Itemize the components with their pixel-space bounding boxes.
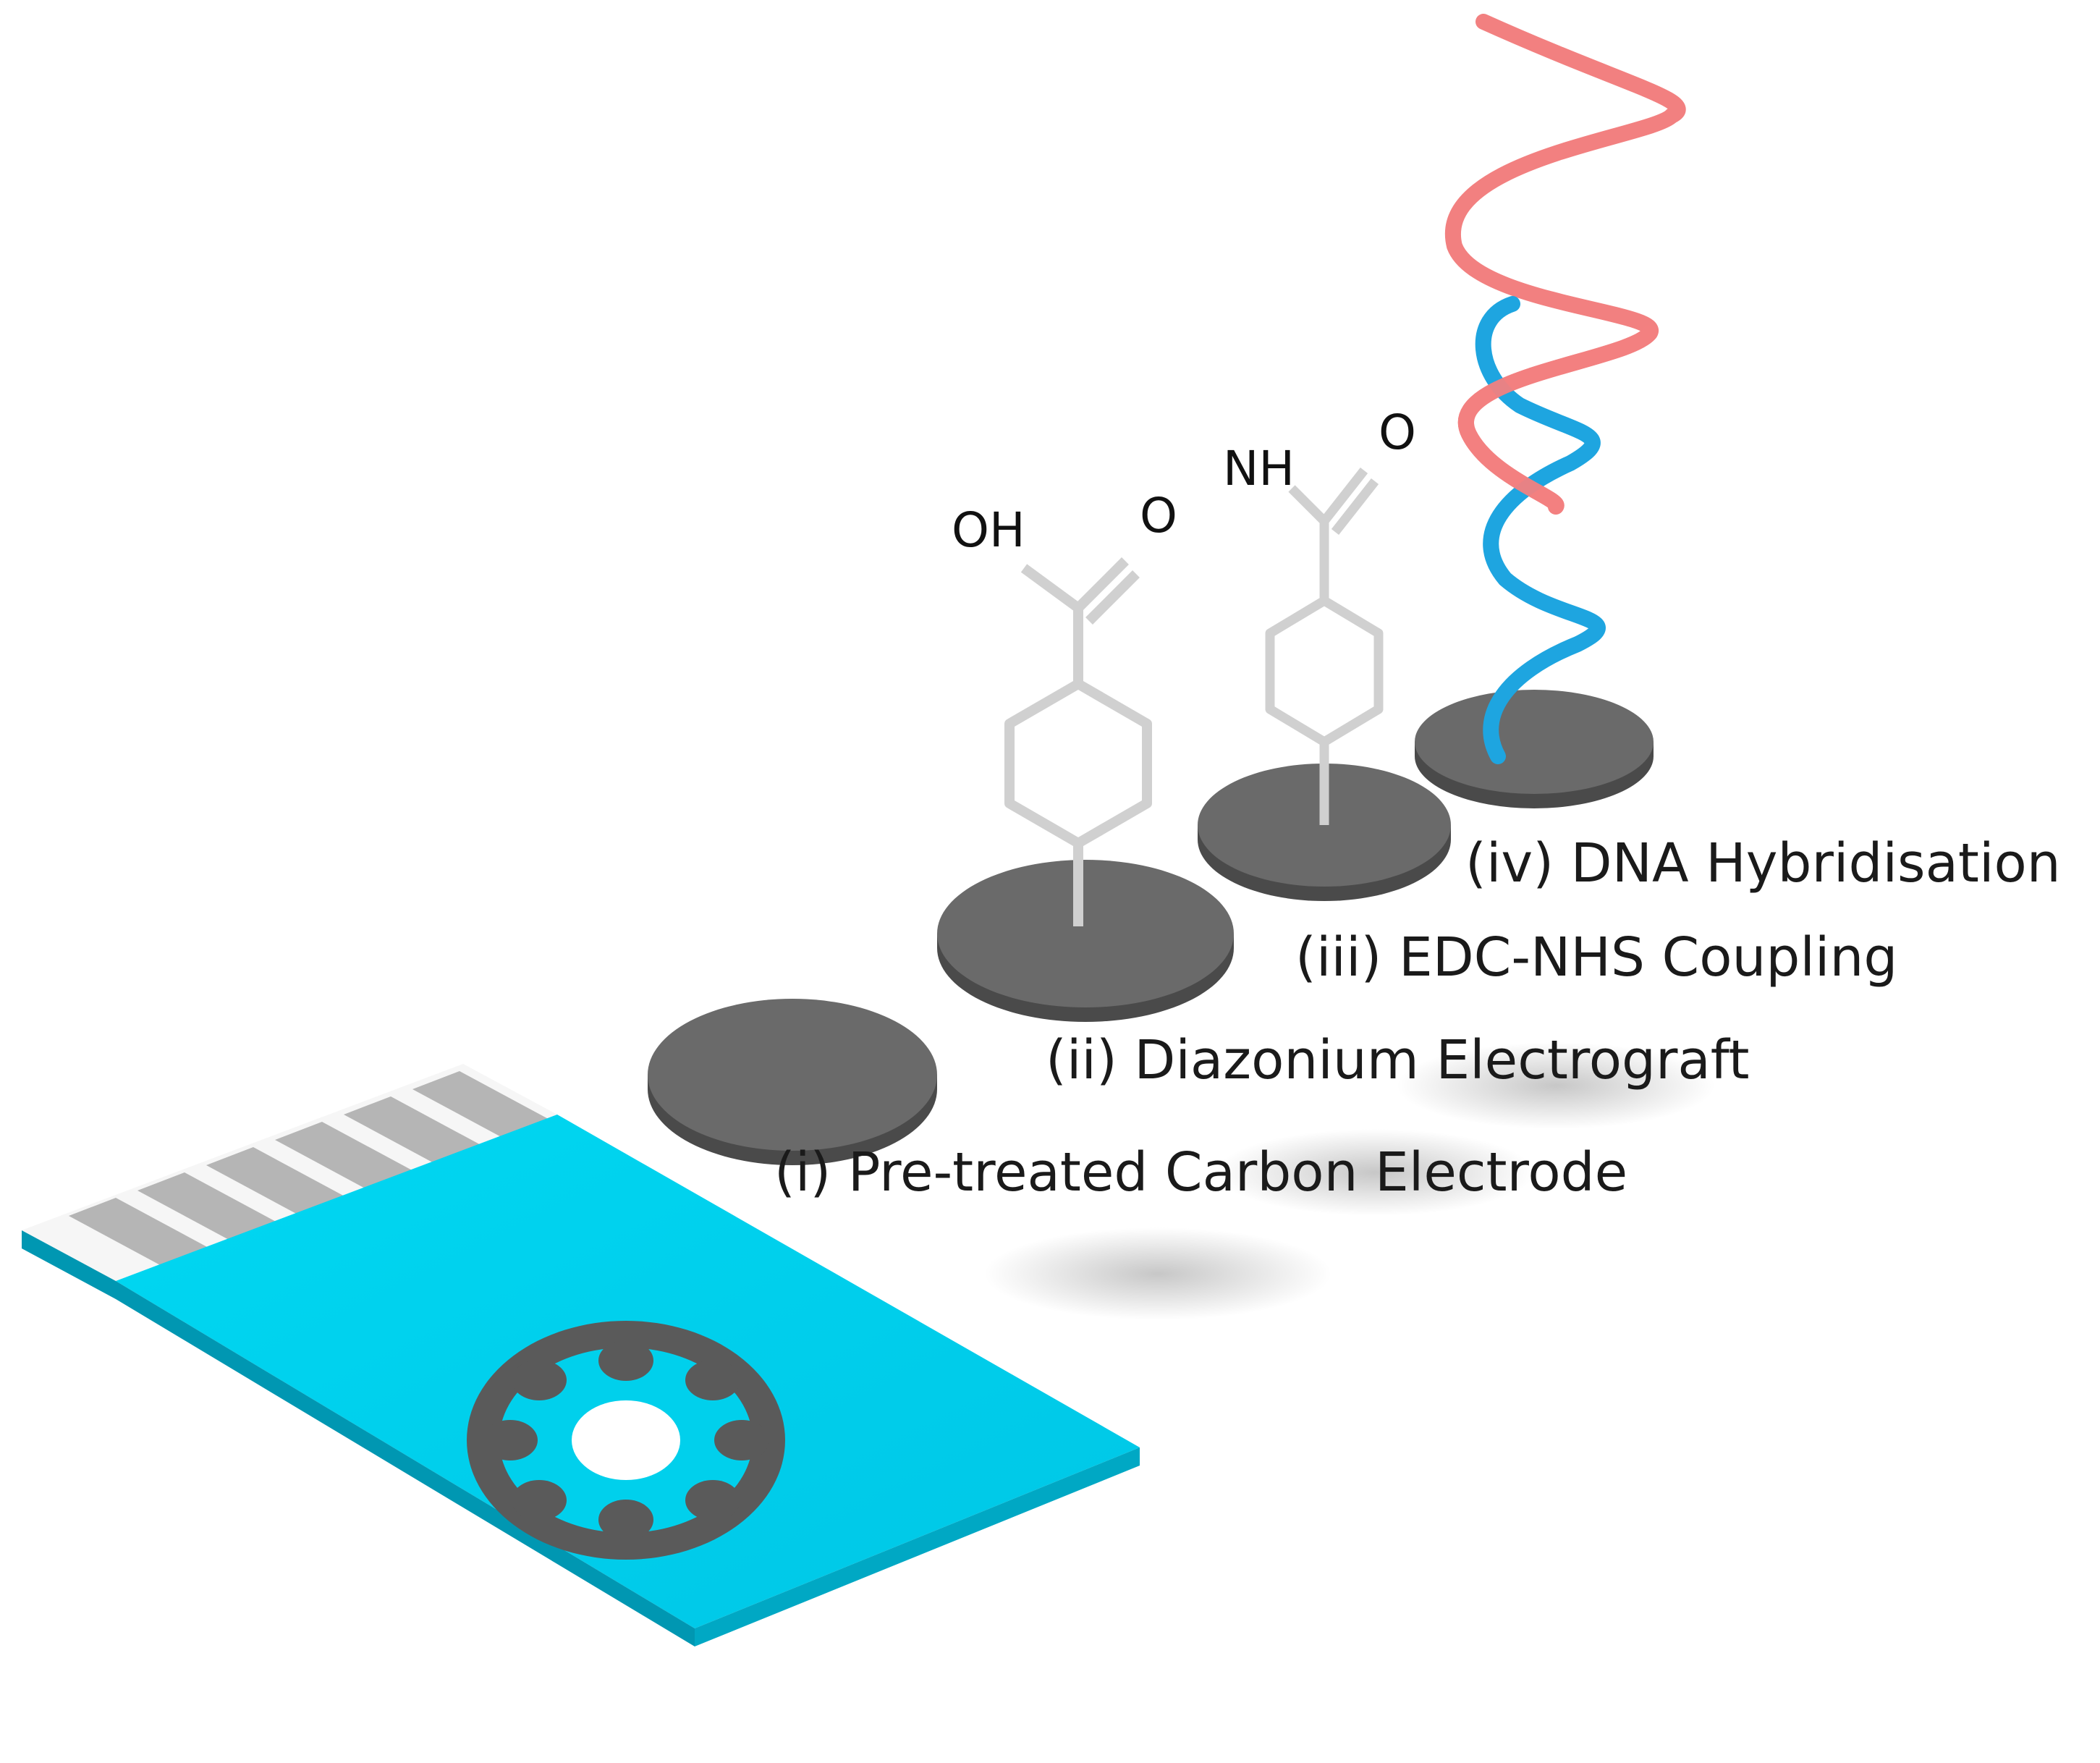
electrode-array: [467, 1321, 785, 1560]
target-dna-strand-front: [1458, 325, 1658, 515]
amide-nh-label: NH: [1223, 441, 1295, 496]
amide-o-label: O: [1379, 405, 1416, 460]
step-2-diazonium-grafted-electrode: OH O: [937, 488, 1234, 1022]
carboxyl-o-label: O: [1140, 488, 1177, 544]
step-3-edc-nhs-coupled-electrode: NH O: [1198, 405, 1451, 901]
step-2-label: (ii) Diazonium Electrograft: [1046, 1029, 1749, 1091]
amide-linker: [1265, 467, 1384, 825]
step-3-label: (iii) EDC-NHS Coupling: [1295, 926, 1897, 989]
step-1-bare-electrode: [648, 999, 937, 1165]
carboxyphenyl-linker: [1004, 557, 1152, 926]
carboxyl-oh-label: OH: [952, 502, 1025, 558]
step-4-label: (iv) DNA Hybridisation: [1465, 832, 2061, 895]
working-electrodes: [483, 1340, 769, 1540]
screen-printed-electrode-strip: [22, 1064, 1140, 1646]
strip-edge-front: [695, 1447, 1140, 1646]
step-1-label: (i) Pre-treated Carbon Electrode: [774, 1141, 1627, 1204]
target-dna-strand: [1444, 14, 1686, 515]
probe-dna-strand: [1475, 296, 1606, 764]
strip-edge-left: [22, 1230, 695, 1646]
contact-tracks: [69, 1071, 554, 1267]
reference-electrode: [572, 1400, 680, 1480]
step-4-dna-hybridised-electrode: [1415, 14, 1686, 808]
